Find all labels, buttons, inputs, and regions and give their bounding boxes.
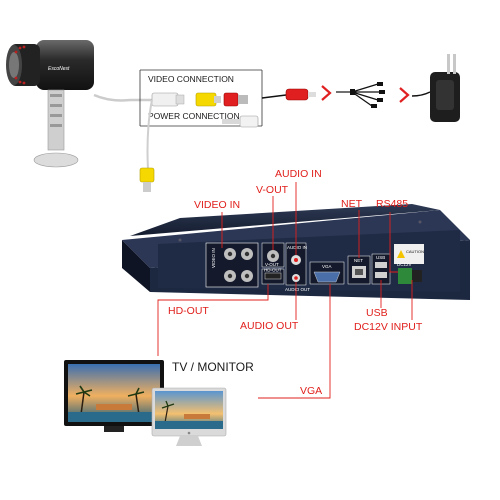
dc12v-port: DC12V xyxy=(397,262,422,284)
yellow-rca-plug xyxy=(195,92,221,107)
label-vga: VGA xyxy=(300,385,322,397)
panel-video-in-label: VIDEO IN xyxy=(211,248,216,268)
hd-out-port: HD-OUT xyxy=(261,268,285,285)
panel-audio-out-label: AUDIO OUT xyxy=(285,287,310,292)
monitor-logo-icon xyxy=(187,431,191,435)
label-hd-out: HD-OUT xyxy=(168,305,209,317)
pc-monitor xyxy=(151,387,227,446)
panel-audio-in-label: AUDIO IN xyxy=(287,245,307,250)
camera-cable xyxy=(93,93,152,102)
tv-monitor xyxy=(64,360,164,432)
power-adapter xyxy=(411,54,460,122)
tv-monitor-label: TV / MONITOR xyxy=(172,360,254,374)
panel-usb-label: USB xyxy=(376,255,385,260)
label-dc12v-input: DC12V INPUT xyxy=(354,321,423,333)
power-splitter xyxy=(336,83,380,107)
v-out-port: V-OUT xyxy=(261,242,285,268)
audio-ports: AUDIO IN AUDIO OUT xyxy=(285,242,310,292)
label-audio-in: AUDIO IN xyxy=(275,168,322,180)
label-usb: USB xyxy=(366,307,388,319)
red-rca-plug xyxy=(223,92,248,107)
video-connection-label: VIDEO CONNECTION xyxy=(148,74,234,84)
panel-hd-out-label: HD-OUT xyxy=(264,268,282,273)
label-audio-out: AUDIO OUT xyxy=(240,320,299,332)
power-plug-white xyxy=(222,115,259,128)
power-connection-label: POWER CONNECTION xyxy=(148,111,240,121)
yellow-bnc-plug xyxy=(139,167,155,192)
security-camera: EscoNest xyxy=(6,40,94,168)
vga-port: VGA xyxy=(309,261,345,285)
usb-ports: USB xyxy=(371,253,391,285)
arrow-icon xyxy=(399,87,410,103)
panel-net-label: NET xyxy=(354,258,363,263)
arrow-icon xyxy=(321,85,332,101)
label-v-out: V-OUT xyxy=(256,184,289,196)
label-net: NET xyxy=(341,198,363,210)
panel-dc12v-label: DC12V xyxy=(397,262,412,267)
label-rs485: RS485 xyxy=(376,198,408,210)
net-port: NET xyxy=(347,255,371,285)
red-power-plug xyxy=(285,88,316,101)
panel-caution-label: CAUTION xyxy=(406,249,424,254)
label-video-in: VIDEO IN xyxy=(194,199,240,211)
bnc-connector-camera xyxy=(151,92,185,107)
panel-v-out-label: V-OUT xyxy=(265,262,279,267)
panel-vga-label: VGA xyxy=(322,264,332,269)
video-in-ports: VIDEO IN xyxy=(205,242,259,288)
leader-lines xyxy=(157,182,413,399)
camera-brand: EscoNest xyxy=(48,66,70,72)
caution-label: CAUTION xyxy=(394,244,424,264)
